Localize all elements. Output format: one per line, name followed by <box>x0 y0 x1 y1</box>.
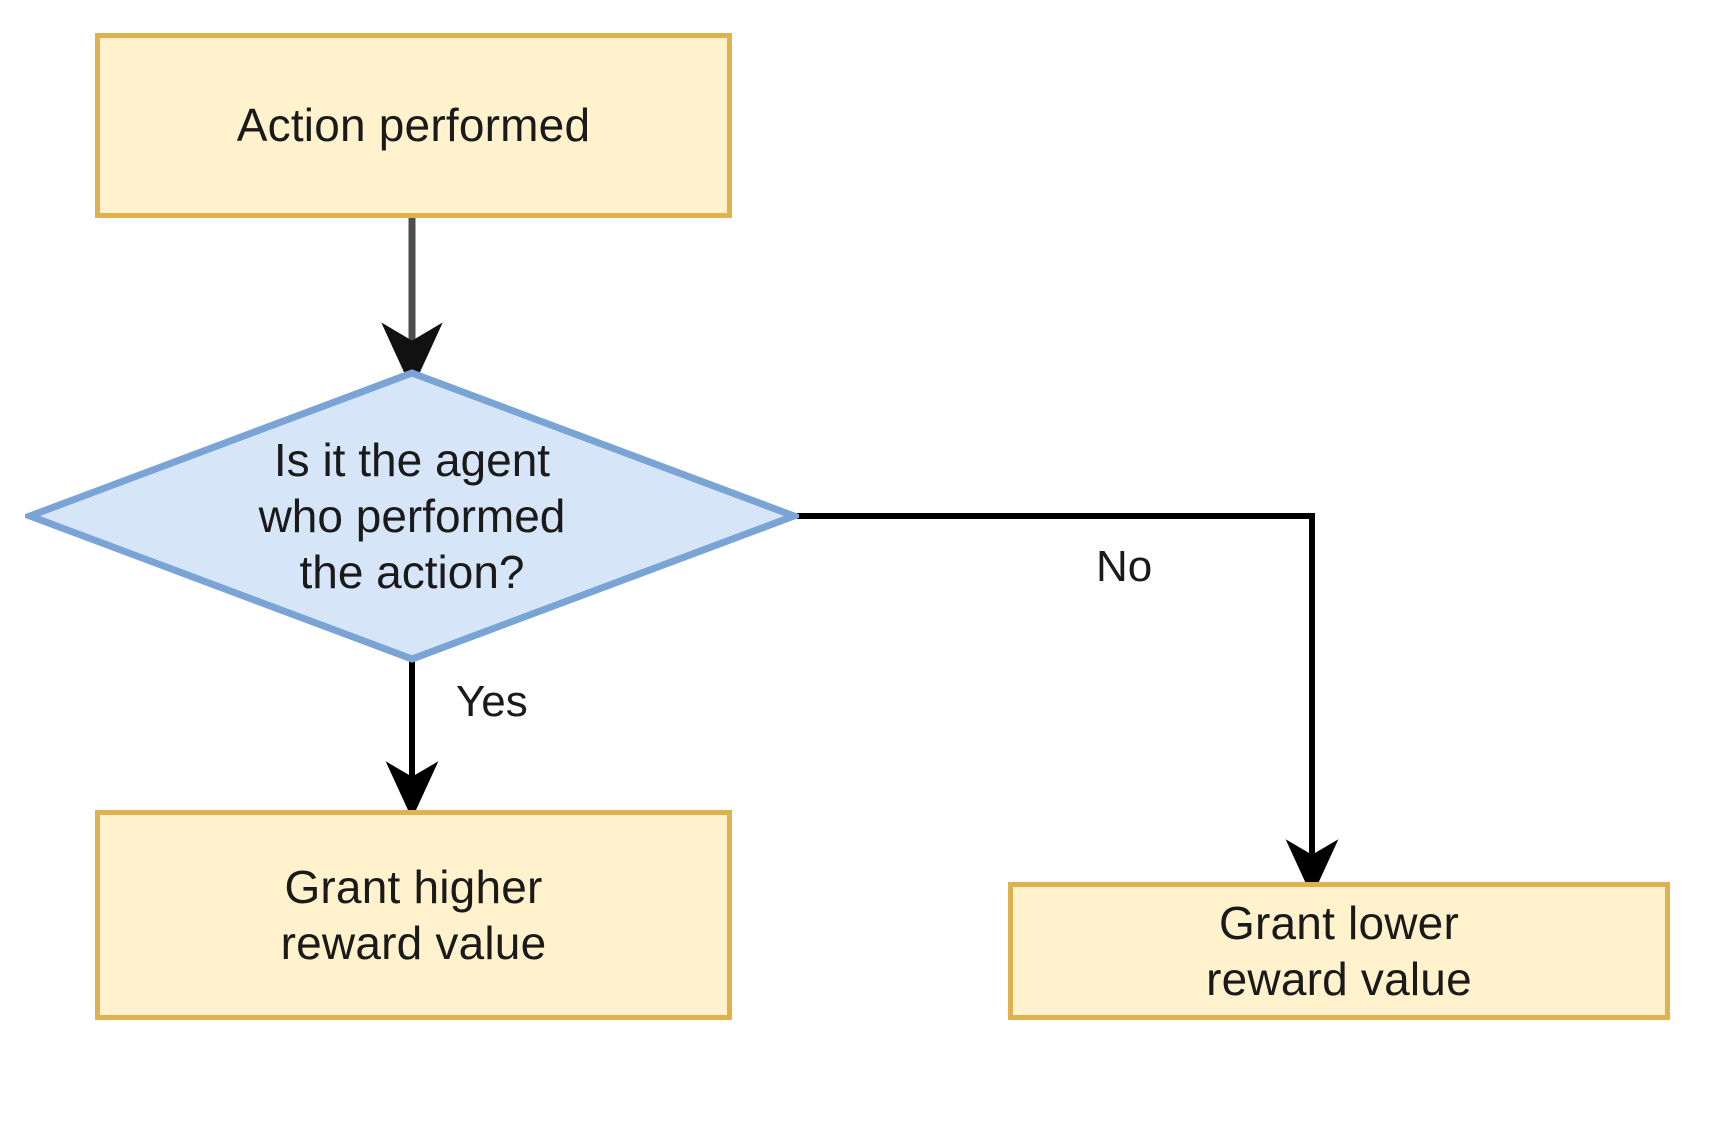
decision-diamond-shape <box>25 369 799 663</box>
node-grant-higher-reward-label: Grant higher reward value <box>280 860 547 969</box>
edge-label-yes: Yes <box>456 677 528 726</box>
node-action-performed-label: Action performed <box>236 99 591 152</box>
node-grant-lower-reward-label: Grant lower reward value <box>1206 896 1472 1005</box>
edge-label-no: No <box>1096 542 1153 591</box>
node-decision-is-agent[interactable]: Is it the agent who performed the action… <box>25 368 799 664</box>
edge-decision-to-lower <box>797 513 1339 897</box>
node-grant-lower-reward[interactable]: Grant lower reward value <box>1008 882 1670 1020</box>
node-grant-higher-reward[interactable]: Grant higher reward value <box>95 810 732 1020</box>
node-action-performed[interactable]: Action performed <box>95 33 732 218</box>
